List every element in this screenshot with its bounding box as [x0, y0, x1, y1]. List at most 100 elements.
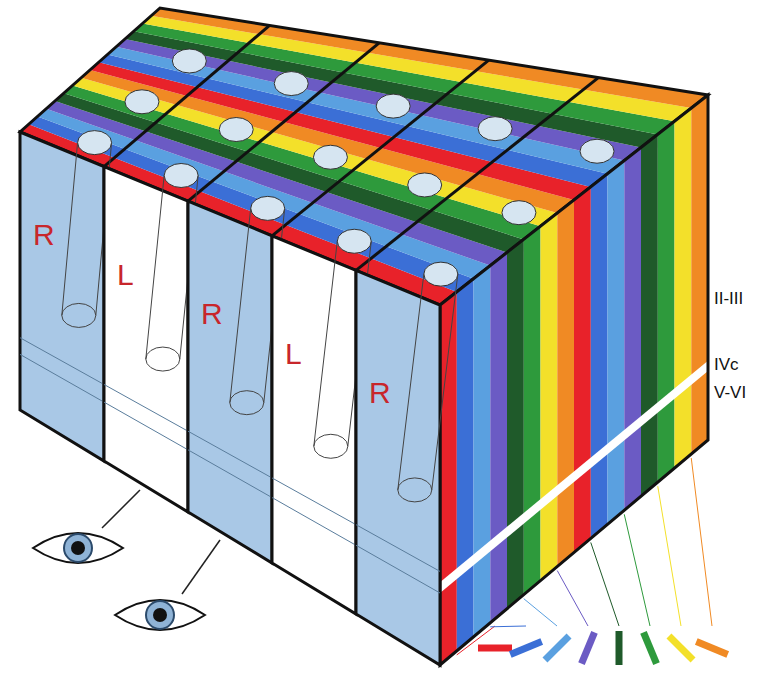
layer-line — [20, 354, 104, 402]
eye-letter: R — [33, 220, 57, 250]
ocular-dominance-strip — [188, 201, 272, 563]
layer-line — [356, 525, 440, 572]
orientation-leader — [490, 626, 526, 628]
column-divider — [272, 60, 489, 236]
ocular-column: R — [33, 220, 57, 250]
cylinder-edge — [62, 143, 78, 316]
eye-iris — [146, 601, 174, 629]
eye-letter: R — [369, 378, 393, 408]
orientation-column — [624, 148, 641, 511]
ocular-dominance-strip — [356, 270, 440, 665]
orientation-column — [658, 121, 675, 482]
orientation-leader — [658, 486, 681, 626]
eye-iris — [64, 534, 92, 562]
orientation-bar — [478, 645, 512, 652]
blob — [478, 117, 512, 141]
right-face-outline — [440, 95, 708, 665]
ocular-column: R — [201, 299, 225, 329]
cylinder-base — [398, 478, 432, 502]
blob — [580, 139, 614, 163]
ocular-dominance-strip — [104, 167, 188, 512]
orientation-bar — [543, 634, 572, 663]
eye-letter: L — [285, 339, 304, 369]
orientation-stripe — [151, 8, 708, 108]
orientation-bar — [616, 631, 623, 665]
cylinder-base — [314, 434, 348, 458]
blob — [164, 163, 198, 187]
ocular-column: L — [285, 339, 304, 369]
orientation-column — [457, 279, 474, 651]
orientation-column — [591, 174, 608, 539]
cylinder-edge — [146, 175, 164, 359]
cylinder-edge — [432, 274, 458, 490]
orientation-column — [524, 226, 541, 594]
cylinder-base — [146, 347, 180, 371]
ocular-column: L — [117, 260, 136, 290]
orientation-bar — [509, 638, 543, 657]
orientation-column — [574, 187, 591, 553]
layer-label: V-VI — [714, 384, 746, 403]
orientation-bar — [695, 638, 729, 657]
blob — [313, 145, 347, 169]
cylinder-edge — [230, 208, 251, 402]
blob — [408, 173, 442, 197]
orientation-column — [490, 253, 507, 623]
orientation-leader — [591, 542, 619, 626]
blob — [376, 94, 410, 118]
orientation-column — [557, 200, 574, 567]
cylinder-base — [230, 391, 264, 415]
orientation-column — [675, 108, 692, 468]
blob — [274, 72, 308, 96]
layer-ivc-band — [440, 361, 708, 593]
blob — [251, 196, 285, 220]
orientation-column — [507, 239, 524, 608]
layer-line — [104, 402, 188, 450]
orientation-column — [641, 134, 658, 496]
column-divider — [104, 25, 270, 166]
layer-line — [188, 450, 272, 498]
eye-leader — [102, 490, 140, 528]
orientation-column — [691, 95, 708, 454]
eye-outline — [33, 533, 123, 563]
eye-letter: L — [117, 260, 136, 290]
cylinder-base — [62, 303, 96, 327]
orientation-leader — [524, 599, 557, 626]
orientation-bar — [640, 631, 659, 665]
ocular-column: R — [369, 378, 393, 408]
orientation-stripe — [143, 16, 692, 122]
blob — [125, 90, 159, 114]
orientation-leader — [557, 571, 588, 626]
column-divider — [188, 43, 379, 201]
layer-label: IVc — [714, 356, 739, 375]
orientation-column — [608, 161, 625, 525]
layer-line — [356, 545, 440, 593]
orientation-column — [440, 292, 457, 665]
orientation-column — [474, 266, 491, 637]
eye-letter: R — [201, 299, 225, 329]
eye-leader — [182, 540, 220, 594]
layer-label: II-III — [714, 290, 743, 309]
orientation-bar — [667, 634, 696, 663]
layer-line — [104, 384, 188, 431]
blob — [337, 229, 371, 253]
blob — [78, 131, 112, 155]
eye-outline — [115, 600, 205, 630]
ocular-dominance-strip — [272, 236, 356, 614]
blob — [502, 201, 536, 225]
orientation-leader — [624, 514, 650, 626]
eye-pupil — [71, 541, 85, 555]
blob — [219, 118, 253, 142]
blob — [424, 262, 458, 286]
eye-pupil — [153, 608, 167, 622]
ocular-dominance-strip — [20, 132, 104, 461]
orientation-column — [541, 213, 558, 580]
layer-line — [272, 498, 356, 546]
blob — [172, 49, 206, 73]
cylinder-edge — [314, 241, 337, 446]
layer-line — [188, 431, 272, 478]
cylinder-edge — [398, 274, 424, 490]
layer-line — [272, 478, 356, 525]
orientation-bar — [578, 631, 597, 665]
orientation-leader — [691, 458, 712, 626]
